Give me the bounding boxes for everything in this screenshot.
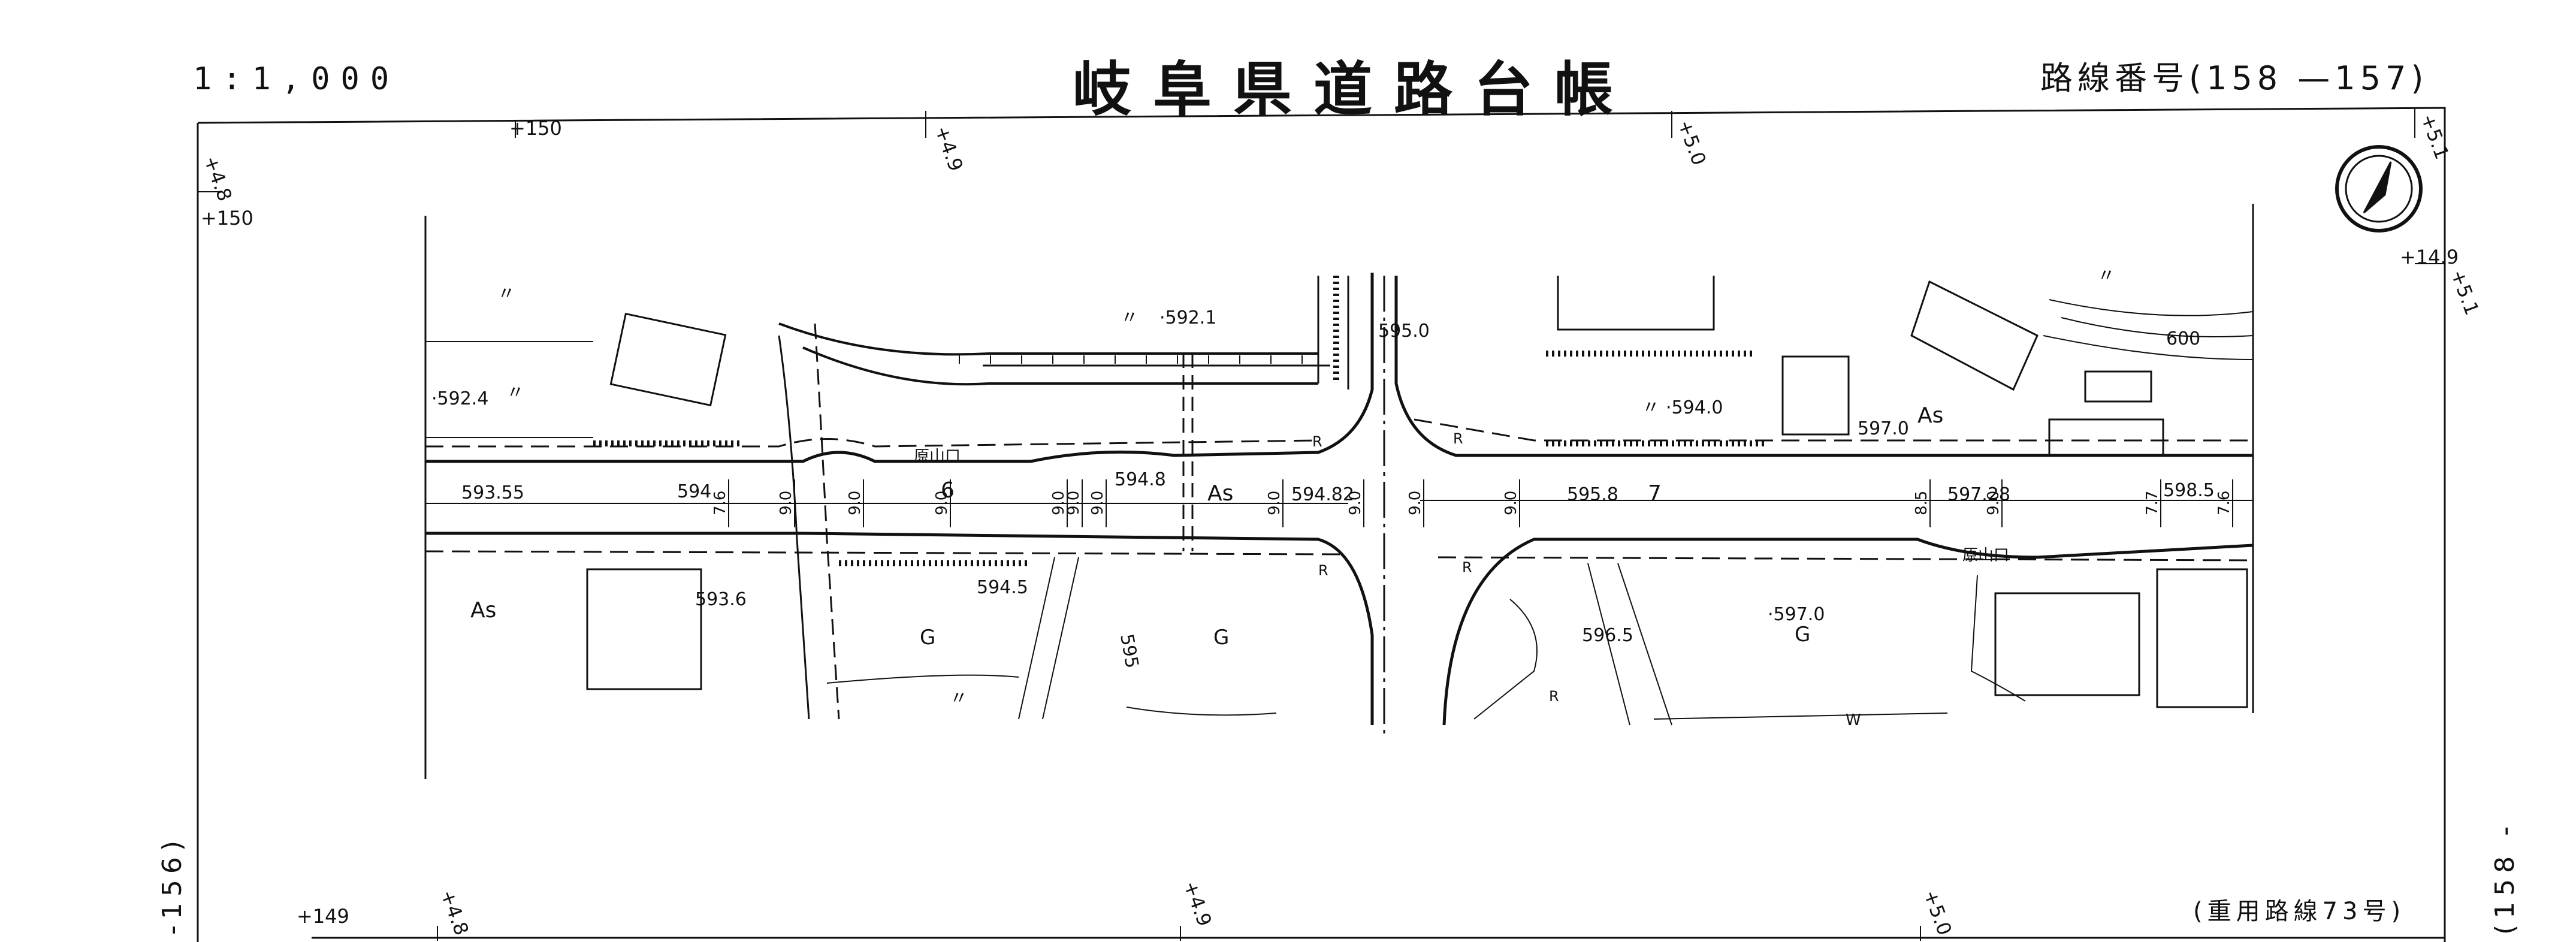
building-ne [1557,276,1715,331]
label-ditto-4: 〃 [1642,397,1660,418]
label-elev-5948: 594.8 [1115,469,1166,490]
fence-lines [593,276,1768,566]
width-mark: 9.0 [777,491,795,515]
label-ditto-6: 〃 [2097,265,2115,286]
building-sw [586,568,702,690]
side-road-north [778,276,1349,551]
label-ground-g2: G [1213,626,1229,650]
label-elev-59482: 594.82 [1291,484,1354,505]
label-elev-5940: ·594.0 [1666,397,1723,418]
label-mark-r4: R [1462,559,1472,576]
width-mark: 9.0 [1266,491,1284,515]
map-title: 岐阜県道路台帳 [1073,56,1635,124]
label-elev-5921: ·592.1 [1159,307,1216,328]
building-e-small2 [2048,418,2164,457]
station-top-150-left: +150 [509,117,562,140]
label-mark-w: W [1846,711,1861,729]
station-top-51: +5.1 [2416,111,2453,162]
width-mark: 9.0 [1985,491,2003,515]
width-mark: 7.7 [2143,491,2161,515]
label-contour-600: 600 [2166,328,2200,349]
building-se1 [1994,592,2140,696]
station-left-150: +150 [201,207,253,230]
width-mark: 9.0 [1502,491,1520,515]
station-bottom-149: +149 [297,905,349,928]
label-elev-5958: 595.8 [1567,484,1618,505]
label-elev-5945: 594.5 [977,577,1028,598]
width-mark: 9.0 [1050,491,1068,515]
label-elev-5950: 595.0 [1378,321,1430,342]
label-surface-as-sw: As [470,598,496,623]
sheet-frame [197,107,2446,942]
route-number: 路線番号(158 —157) [2040,59,2429,97]
width-mark: 9.0 [933,491,951,515]
label-mark-r3: R [1318,562,1328,579]
label-elev-5936: 593.6 [695,589,747,610]
label-elev-594: 594 [677,481,711,502]
label-elev-5970-s: ·597.0 [1768,604,1825,625]
label-elev-5965: 596.5 [1582,625,1633,646]
land-boundaries [425,299,2254,726]
station-ticks [198,108,2445,941]
width-mark: 9.0 [1065,491,1083,515]
label-surface-as-ne: As [1917,403,1943,428]
label-surface-as-road: As [1207,481,1233,506]
station-bottom-50: +5.0 [1919,887,1956,938]
station-bottom-48: +4.8 [436,887,473,938]
width-mark: 9.0 [846,491,864,515]
width-mark: 9.0 [1346,491,1364,515]
label-ditto-2: 〃 [506,382,524,403]
label-elev-5970-n: 597.0 [1858,418,1909,439]
footer-note: (重用路線73号) [2193,898,2406,925]
label-lane-7: 7 [1648,481,1662,506]
station-top-50: +5.0 [1673,117,1710,168]
label-mark-r2: R [1453,430,1463,447]
building-e-small [2084,370,2152,403]
north-arrow-icon [2335,145,2423,233]
building-se2 [2156,568,2248,708]
map-scale: 1:1,000 [193,61,400,97]
station-bottom-49: +4.9 [1179,878,1216,929]
station-right-51: +5.1 [2446,267,2483,318]
label-elev-59728: 597.28 [1947,484,2010,505]
width-mark: 8.5 [1913,491,1931,515]
label-ditto-5: 〃 [950,688,968,709]
station-top-49: +4.9 [930,123,967,174]
label-lane-6: 6 [941,478,955,503]
width-mark: 7.6 [2215,491,2233,515]
label-contour-595: 595 [1116,632,1142,669]
station-right-149: +14.9 [2400,246,2459,268]
station-left-48: +4.8 [199,153,236,204]
label-ditto-1: 〃 [497,283,515,304]
width-mark: 9.0 [1089,491,1107,515]
label-mark-r5: R [1549,688,1559,705]
label-elev-59355: 593.55 [461,482,524,503]
label-bus-stop-s: 原山口 [1962,547,2009,564]
label-ditto-3: 〃 [1121,307,1138,328]
main-road [425,273,2254,737]
side-road-west [778,323,840,720]
width-mark: 9.0 [1406,491,1424,515]
label-bus-stop-n: 原山口 [914,448,961,466]
label-ground-g3: G [1795,623,1810,647]
building-ne2 [1781,355,1850,436]
width-mark: 7.6 [711,491,729,515]
building-nw [609,312,727,407]
label-elev-5985: 598.5 [2163,480,2215,501]
building-e [1910,280,2039,391]
label-ground-g1: G [920,626,935,650]
label-mark-r1: R [1312,433,1322,450]
label-elev-5924: ·592.4 [431,388,488,409]
